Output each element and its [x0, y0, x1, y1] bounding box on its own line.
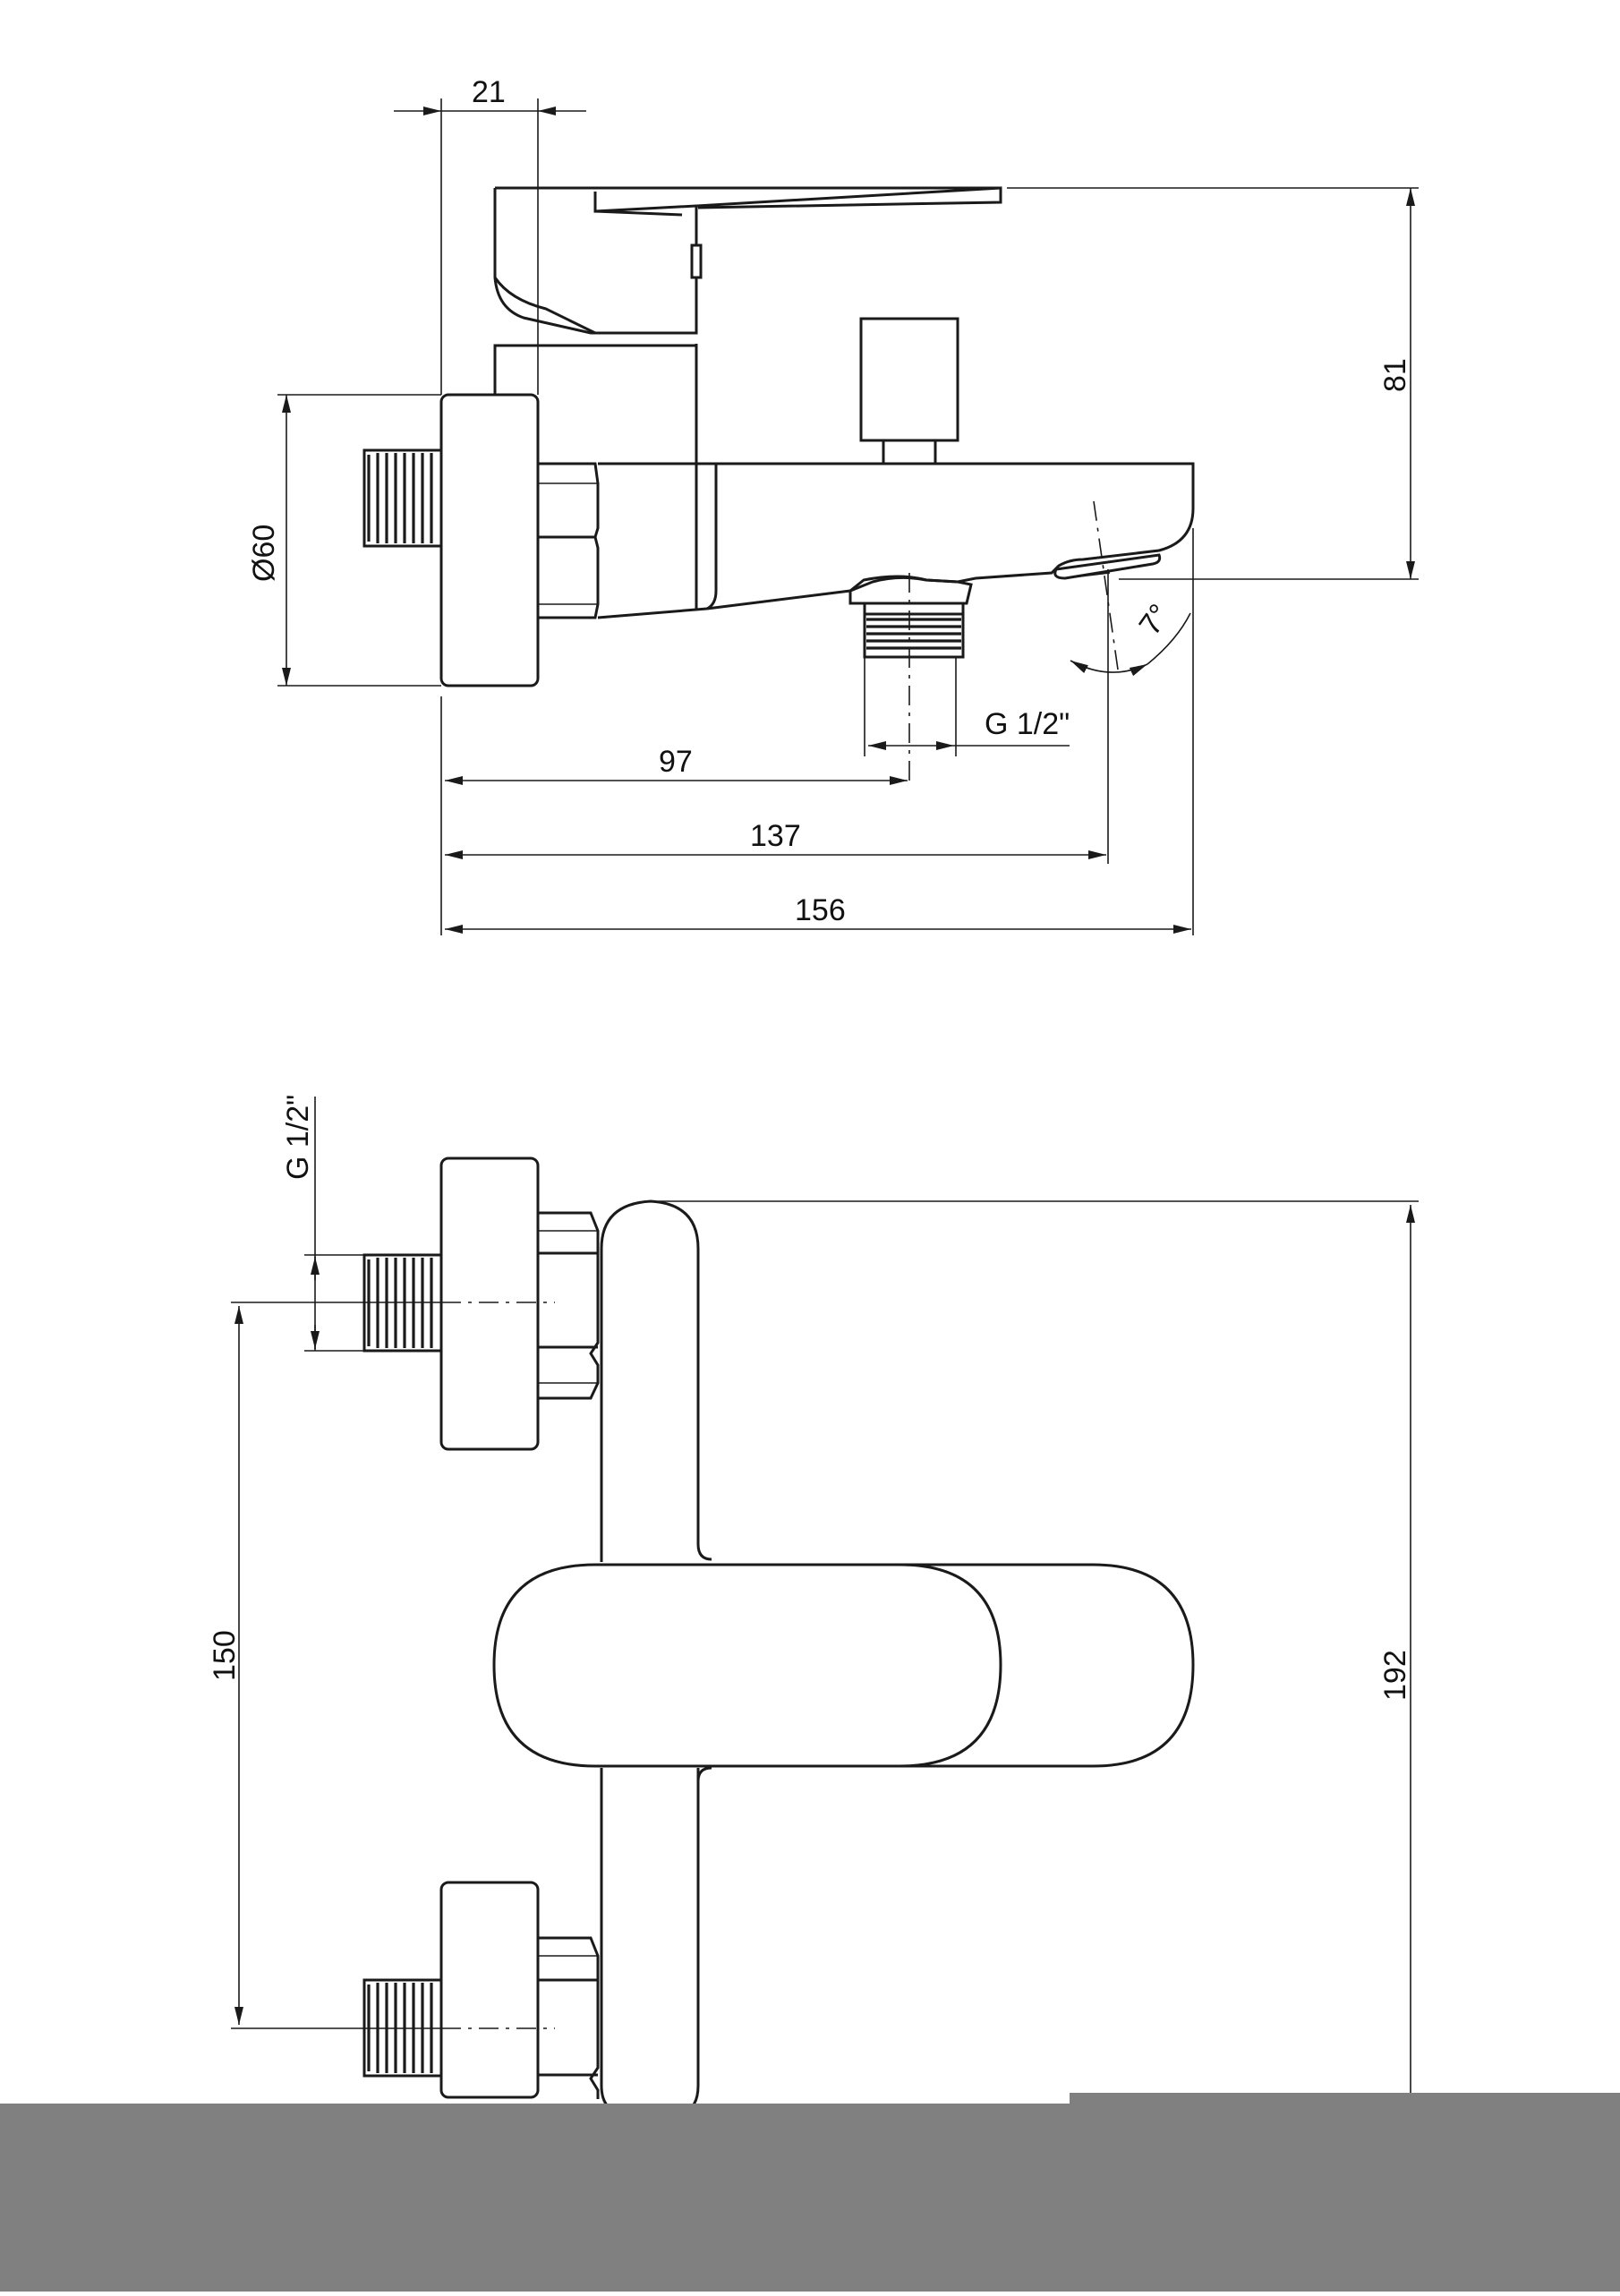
mixer-column — [695, 344, 718, 610]
dim-handle-offset: 21 — [472, 75, 506, 109]
dim-diameter: Ø60 — [247, 525, 281, 582]
lever-oval-back — [900, 1563, 1195, 1768]
front-view: G 1/2" 150 192 — [208, 1095, 1419, 2116]
dim-overall-length: 156 — [795, 893, 846, 927]
shower-outlet — [848, 575, 973, 659]
inlet-thread-side — [362, 448, 443, 548]
dim-spout-tip: 137 — [750, 819, 801, 853]
upper-flange — [439, 1157, 540, 1451]
upper-hex-nut — [538, 1211, 600, 1400]
bottom-band — [0, 2104, 1620, 2292]
dim-angle: 7° — [1132, 598, 1177, 641]
bottom-band-step — [1070, 2093, 1620, 2105]
spout-body — [597, 462, 1195, 619]
dim-height: 81 — [1378, 358, 1412, 392]
dim-inlet-spacing: 150 — [208, 1630, 242, 1681]
dim-outlet-distance: 97 — [659, 745, 693, 779]
wall-flange — [439, 393, 540, 687]
dim-overall-height-label: 192 — [1378, 1650, 1412, 1701]
lower-hex-nut — [538, 1936, 600, 2099]
diverter-knob — [859, 317, 959, 465]
lower-flange — [439, 1881, 540, 2099]
lever-handle — [493, 186, 1002, 335]
dim-outlet-thread: G 1/2" — [985, 707, 1070, 741]
lever-oval-front — [492, 1563, 1002, 1768]
hex-nut-side — [538, 462, 600, 619]
side-view: 7° 21 81 Ø60 G 1/2" 97 137 — [247, 75, 1419, 935]
mixer-stem — [600, 1199, 712, 1561]
dim-inlet-thread: G 1/2" — [281, 1095, 315, 1180]
